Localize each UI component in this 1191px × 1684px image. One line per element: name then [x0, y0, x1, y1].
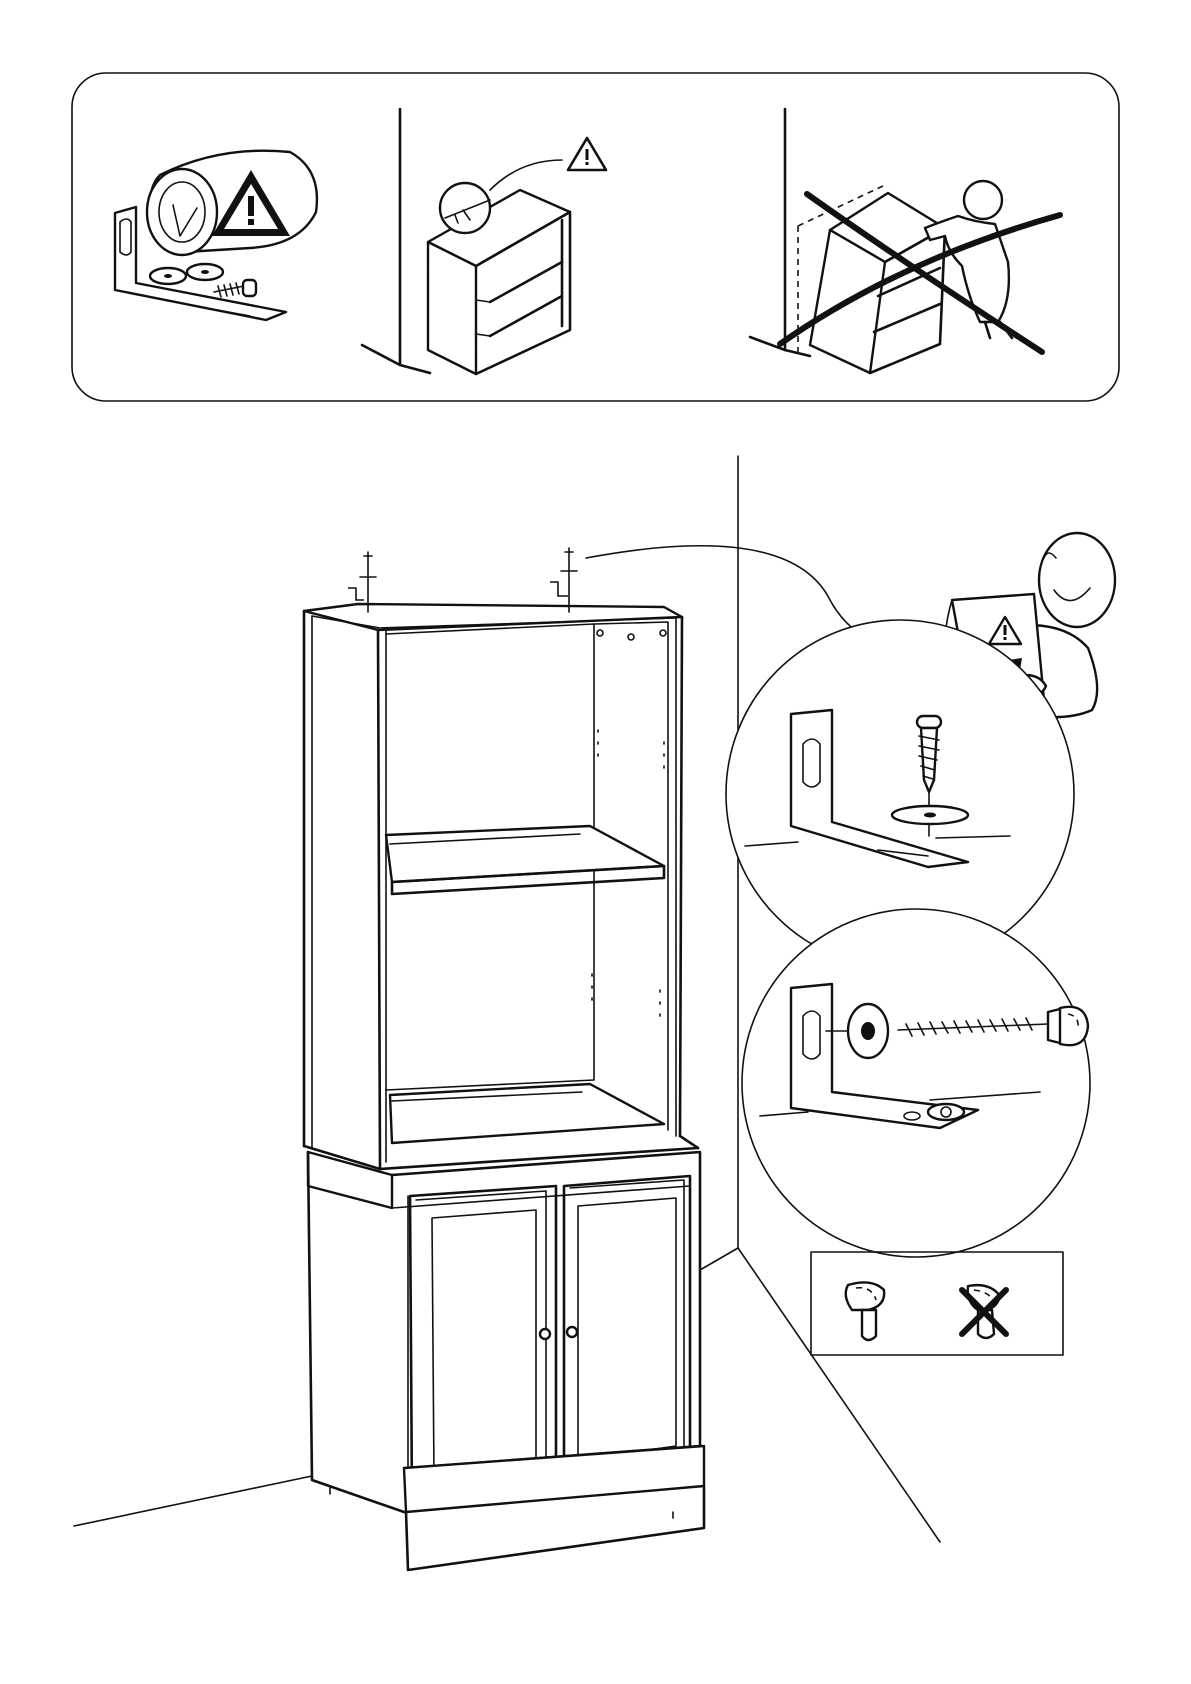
- unsecured-shelf-tipping-illustration: [750, 109, 1060, 373]
- door-knob-left: [540, 1329, 550, 1339]
- warning-panel: [72, 73, 1119, 401]
- screw-icon: [214, 280, 256, 297]
- warning-triangle-icon: [568, 138, 606, 170]
- top-panel-brackets: [348, 548, 577, 612]
- shelf-anchored-to-wall-illustration: [362, 109, 606, 374]
- correct-wall-plug: [846, 1282, 884, 1340]
- cabinet-with-open-bookcase-top: [304, 604, 704, 1570]
- plug-options-box: [811, 1252, 1063, 1355]
- door-knob-right: [567, 1327, 577, 1337]
- bracket-to-wall-detail: [742, 909, 1090, 1257]
- wrong-wall-plug: [962, 1285, 1006, 1338]
- wall-fixing-kit-illustration: [115, 151, 317, 320]
